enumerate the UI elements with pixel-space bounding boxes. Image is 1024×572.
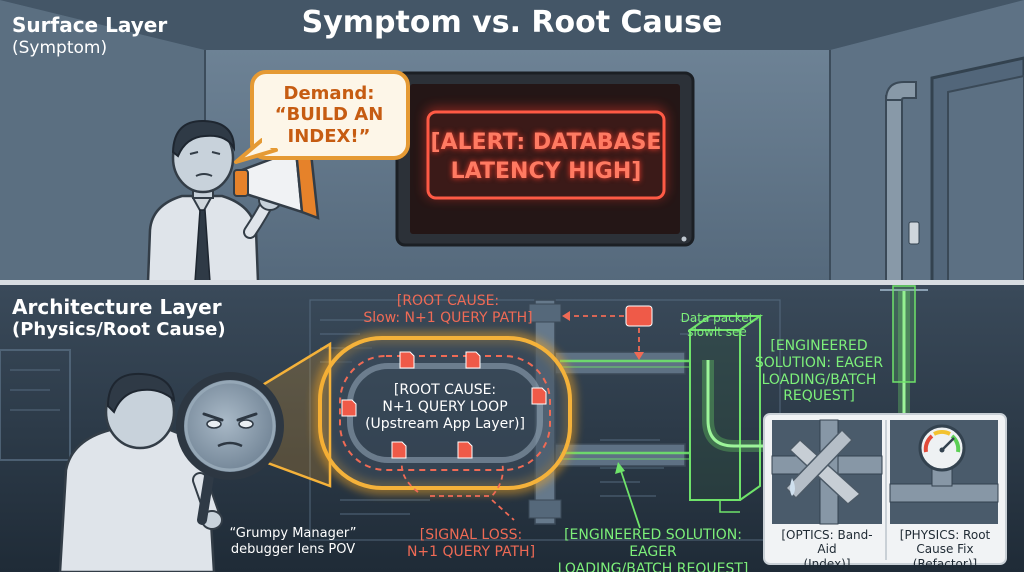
- comparison-inset: [763, 413, 1007, 565]
- inset-left-label: [OPTICS: Band-Aid (Index)]: [781, 528, 873, 571]
- speech-bubble-text: Demand: “BUILD AN INDEX!”: [274, 82, 384, 147]
- solution-arrow: [619, 467, 641, 529]
- magnifier-lens-icon: [176, 372, 284, 525]
- signal-arrows: [400, 315, 640, 521]
- megaphone-icon: [233, 142, 320, 220]
- surface-layer-subheading: (Symptom): [12, 38, 108, 58]
- speech-bubble: [234, 70, 410, 164]
- inset-right-label: [PHYSICS: Root Cause Fix (Refactor)]: [899, 528, 991, 571]
- page-title: Symptom vs. Root Cause: [301, 5, 723, 40]
- grumpy-manager-figure: [58, 372, 223, 572]
- ceiling: [0, 0, 1024, 50]
- signal-loss-label: [SIGNAL LOSS: N+1 QUERY PATH]: [406, 527, 536, 560]
- alert-message: [ALERT: DATABASE LATENCY HIGH]: [430, 130, 662, 184]
- root-cause-top-label: [ROOT CAUSE: Slow: N+1 QUERY PATH]: [363, 293, 533, 326]
- layer-divider: [0, 280, 1024, 285]
- door: [908, 56, 1024, 284]
- left-wall: [0, 0, 205, 282]
- alert-monitor: [395, 71, 695, 247]
- document-packet-icon: [341, 305, 653, 459]
- wall-pipe: [884, 81, 917, 283]
- pressure-gauge-icon: [918, 424, 966, 472]
- architecture-layer-subheading: (Physics/Root Cause): [12, 319, 226, 340]
- data-packet-label: Data packet slowlt see: [680, 311, 754, 340]
- duct-tape-icon: [784, 428, 862, 505]
- speech-bubble-container: Demand: “BUILD AN INDEX!”: [254, 75, 404, 155]
- n-plus-one-loop: [313, 331, 577, 495]
- architecture-layer-heading: Architecture Layer: [12, 295, 222, 319]
- manager-caption: “Grumpy Manager” debugger lens POV: [229, 526, 357, 558]
- engineered-solution-bottom-label: [ENGINEERED SOLUTION: EAGER LOADING/BATC…: [557, 527, 749, 572]
- loop-label: [ROOT CAUSE: N+1 QUERY LOOP (Upstream Ap…: [365, 382, 525, 432]
- engineered-solution-right-label: [ENGINEERED SOLUTION: EAGER LOADING/BATC…: [754, 338, 884, 405]
- manager-figure: [146, 119, 282, 284]
- surface-layer-heading: Surface Layer: [12, 13, 168, 37]
